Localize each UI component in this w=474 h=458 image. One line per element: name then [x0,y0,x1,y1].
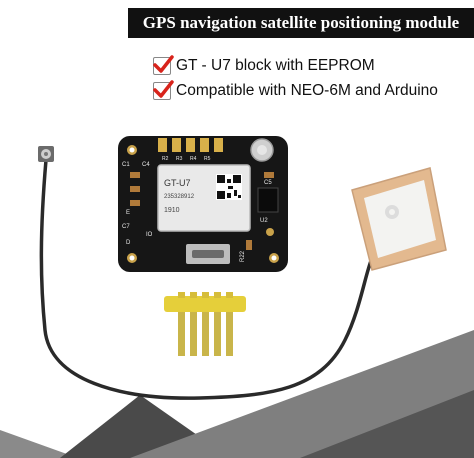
floor-wedge-left [0,430,78,458]
chip-model: GT-U7 [164,178,191,188]
gps-board: C1 C4 R2 R3 R4 R5 C5 C7 E D U2 R22 IO GT… [118,136,288,272]
usb-connector [186,244,230,264]
patch-antenna [351,167,447,271]
label-c4: C4 [142,162,150,168]
qr-code [216,174,242,200]
feature-item-2: Compatible with NEO-6M and Arduino [153,80,438,102]
checkmark-icon [153,55,174,75]
label-d: D [126,240,131,246]
ipex-connector [38,146,54,162]
chip-serial: 235328912 [164,194,195,200]
label-c5: C5 [264,180,272,186]
floor-wedge-right-dark [300,390,474,458]
label-io: IO [146,232,153,238]
checkmark-icon [153,80,174,100]
title-banner: GPS navigation satellite positioning mod… [128,8,474,38]
label-r3: R3 [176,156,183,162]
label-r22: R22 [240,250,246,262]
label-r2: R2 [162,156,169,162]
label-r5: R5 [204,156,211,162]
feature-text: Compatible with NEO-6M and Arduino [176,82,438,99]
header-pins [164,292,246,356]
chip-date: 1910 [164,207,180,214]
label-e: E [126,210,130,216]
feature-item-1: GT - U7 block with EEPROM [153,55,375,77]
label-u2: U2 [260,218,268,224]
label-c1: C1 [122,162,130,168]
feature-text: GT - U7 block with EEPROM [176,57,375,74]
label-c7: C7 [122,224,130,230]
antenna-cable [39,158,374,400]
eeprom-chip [257,187,279,213]
label-r4: R4 [190,156,197,162]
